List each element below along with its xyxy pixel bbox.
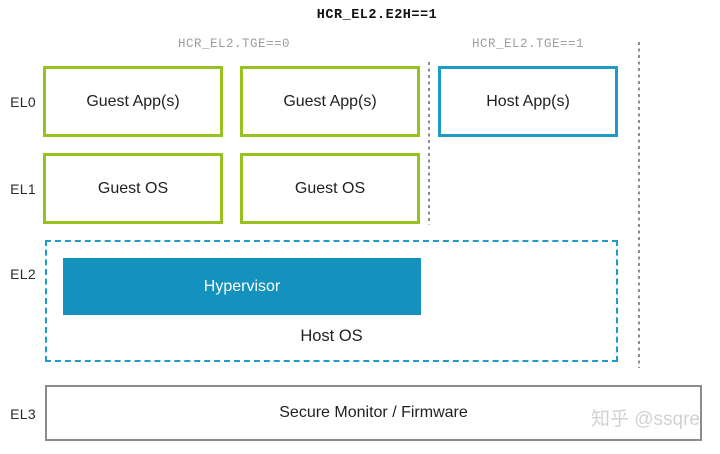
box-host-apps: Host App(s)	[438, 66, 618, 137]
box-guest-apps-2: Guest App(s)	[240, 66, 420, 137]
host-os-region: Hypervisor Host OS	[45, 240, 618, 362]
level-label-el2: EL2	[10, 266, 36, 282]
title-hcr-e2h: HCR_EL2.E2H==1	[316, 8, 438, 23]
column-header-tge0: HCR_EL2.TGE==0	[177, 37, 291, 51]
level-label-el0: EL0	[10, 94, 36, 110]
host-os-label: Host OS	[300, 327, 363, 345]
column-header-tge1: HCR_EL2.TGE==1	[471, 37, 585, 51]
watermark-zhihu-ssqre: 知乎 @ssqre	[590, 409, 700, 430]
box-guest-apps-1: Guest App(s)	[43, 66, 223, 137]
level-label-el1: EL1	[10, 181, 36, 197]
box-guest-os-1: Guest OS	[43, 153, 223, 224]
level-label-el3: EL3	[10, 406, 36, 422]
dashed-divider-left	[428, 62, 430, 225]
box-guest-os-2: Guest OS	[240, 153, 420, 224]
box-secure-monitor-firmware: Secure Monitor / Firmware	[45, 385, 702, 441]
dashed-divider-right	[638, 42, 640, 368]
hypervisor-box: Hypervisor	[63, 258, 421, 315]
